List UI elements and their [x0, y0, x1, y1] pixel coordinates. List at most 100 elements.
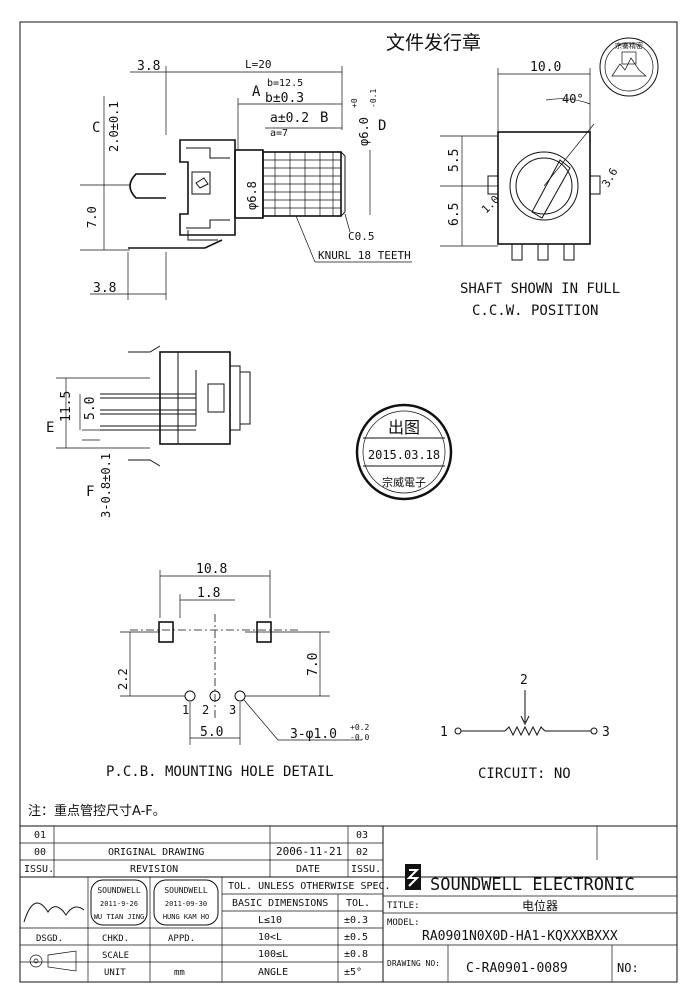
- projection-symbol: [29, 954, 43, 968]
- rev-00-desc: ORIGINAL DRAWING: [108, 847, 204, 858]
- tol-row-dim: ANGLE: [258, 967, 288, 978]
- dim-bottom-width: 3.8: [93, 281, 116, 296]
- company-name: SOUNDWELL ELECTRONIC: [430, 875, 635, 895]
- dim-D-tol-minus: -0.1: [369, 89, 378, 108]
- release-stamp-bottom: 宗威電子: [382, 475, 426, 489]
- tol-row-tol: ±0.8: [344, 949, 368, 960]
- dim-top-50: 5.0: [83, 397, 98, 420]
- model-label: MODEL:: [387, 918, 420, 928]
- circuit-pin2: 2: [520, 673, 528, 688]
- drawing-no-value: C-RA0901-0089: [466, 961, 568, 976]
- label-E: E: [46, 420, 54, 436]
- pcb-pin1: 1: [182, 703, 189, 717]
- sheet-border: [19, 21, 678, 983]
- dim-pcb-18: 1.8: [197, 586, 220, 601]
- label-A: A: [252, 84, 261, 100]
- label-C: C: [92, 120, 100, 136]
- top-view: E 11.5 5.0 F 3-0.8±0.1: [46, 345, 251, 518]
- dim-front-65: 6.5: [447, 203, 462, 226]
- dim-pcb-50: 5.0: [200, 725, 223, 740]
- dim-angle: 40°: [562, 92, 584, 106]
- title-label: TITLE:: [387, 901, 420, 911]
- approve-stamp-date: 2011-09-30: [165, 900, 207, 908]
- dim-E: 11.5: [59, 391, 74, 422]
- r-issu: ISSU.: [351, 864, 381, 875]
- dim-front-55: 5.5: [447, 149, 462, 172]
- label-D: D: [378, 118, 386, 134]
- dim-pcb-70: 7.0: [306, 653, 321, 676]
- unit-label: UNIT: [104, 968, 126, 978]
- basic-dim-label: BASIC DIMENSIONS: [232, 898, 328, 909]
- dim-b-nominal: b=12.5: [267, 78, 303, 89]
- rev-00-date: 2006-11-21: [276, 845, 342, 858]
- logo-text: 宗騫精密: [615, 41, 643, 50]
- release-stamp: 出图 2015.03.18 宗威電子: [355, 403, 453, 501]
- rev-00: 00: [34, 847, 46, 858]
- approve-stamp-name: SOUNDWELL: [164, 886, 208, 895]
- pcb-detail: 10.8 1.8 2.2 7.0 1 2 3 5.0 3-φ1.0 +0.2 -…: [106, 562, 369, 780]
- pcb-pin3: 3: [229, 703, 236, 717]
- tol-row-tol: ±5°: [344, 967, 362, 978]
- dim-D-tol-plus: +0: [350, 98, 359, 108]
- circuit-pin3: 3: [602, 725, 610, 740]
- check-stamp-name: SOUNDWELL: [97, 886, 141, 895]
- hole-tol-plus: +0.2: [350, 723, 369, 732]
- tol-label: TOL.: [346, 898, 370, 909]
- r02: 02: [356, 847, 368, 858]
- release-stamp-top: 出图: [388, 418, 420, 437]
- chamfer-label: C0.5: [348, 230, 375, 243]
- dim-C: 2.0±0.1: [107, 101, 121, 152]
- dim-b-tolerance: b±0.3: [265, 91, 304, 106]
- label-B: B: [320, 110, 328, 126]
- circuit-caption: CIRCUIT: NO: [478, 766, 571, 782]
- tol-row-dim: 10<L: [258, 932, 282, 943]
- designer-signature: [23, 902, 85, 923]
- r03: 03: [356, 830, 368, 841]
- tol-row-tol: ±0.3: [344, 915, 368, 926]
- tol-header: TOL. UNLESS OTHERWISE SPEC.: [228, 881, 391, 892]
- dim-F: 3-0.8±0.1: [99, 453, 113, 518]
- dim-total-length: L=20: [245, 58, 272, 71]
- rev-01: 01: [34, 830, 46, 841]
- pcb-caption: P.C.B. MOUNTING HOLE DETAIL: [106, 764, 334, 780]
- dim-bushing-diameter: φ6.8: [245, 181, 259, 210]
- knurl-label: KNURL 18 TEETH: [318, 249, 411, 262]
- check-stamp: SOUNDWELL 2011-9-26 WU TIAN JING: [90, 879, 148, 926]
- date-label: DATE: [296, 864, 320, 875]
- release-stamp-title: 文件发行章: [386, 32, 481, 54]
- dim-a-nominal: a=7: [270, 128, 288, 139]
- dim-D: φ6.0: [357, 117, 371, 146]
- appd-label: APPD.: [168, 934, 195, 944]
- model-value: RA0901N0X0D-HA1-KQXXXBXXX: [422, 929, 618, 944]
- dim-front-width: 10.0: [530, 60, 561, 75]
- title-value: 电位器: [522, 898, 558, 913]
- check-stamp-date: 2011-9-26: [100, 900, 138, 908]
- circuit-pin1: 1: [440, 725, 448, 740]
- scale-label: SCALE: [102, 951, 129, 961]
- hole-tol-minus: -0.0: [350, 733, 369, 742]
- tol-row-dim: L≤10: [258, 915, 282, 926]
- dim-a-tolerance: a±0.2: [270, 111, 309, 126]
- company-logo: 宗騫精密: [599, 37, 659, 97]
- dim-front-36: 3.6: [599, 166, 620, 190]
- dim-left-width: 3.8: [137, 59, 160, 74]
- control-note: 注：重点管控尺寸A-F。: [28, 803, 166, 819]
- approve-stamp-person: HUNG KAM HO: [163, 913, 209, 921]
- dim-pcb-22: 2.2: [116, 668, 130, 690]
- drawing-no-label: DRAWING NO:: [387, 959, 440, 968]
- chkd-label: CHKD.: [102, 934, 129, 944]
- shaft-note-line1: SHAFT SHOWN IN FULL: [460, 281, 620, 297]
- tol-row-tol: ±0.5: [344, 932, 368, 943]
- dim-7: 7.0: [85, 206, 99, 228]
- dsgd-label: DSGD.: [36, 934, 63, 944]
- revision-label: REVISION: [130, 864, 178, 875]
- release-stamp-date: 2015.03.18: [368, 448, 440, 462]
- shaft-note-line2: C.C.W. POSITION: [472, 303, 598, 319]
- dim-pcb-108: 10.8: [196, 562, 227, 577]
- label-F: F: [86, 484, 94, 500]
- pcb-pin2: 2: [202, 703, 209, 717]
- unit-value: mm: [174, 968, 185, 978]
- rev-issu: ISSU.: [24, 864, 54, 875]
- side-view: 3.8 L=20 A b=12.5 b±0.3 a±0.2 B a=7 C 2.…: [80, 58, 412, 300]
